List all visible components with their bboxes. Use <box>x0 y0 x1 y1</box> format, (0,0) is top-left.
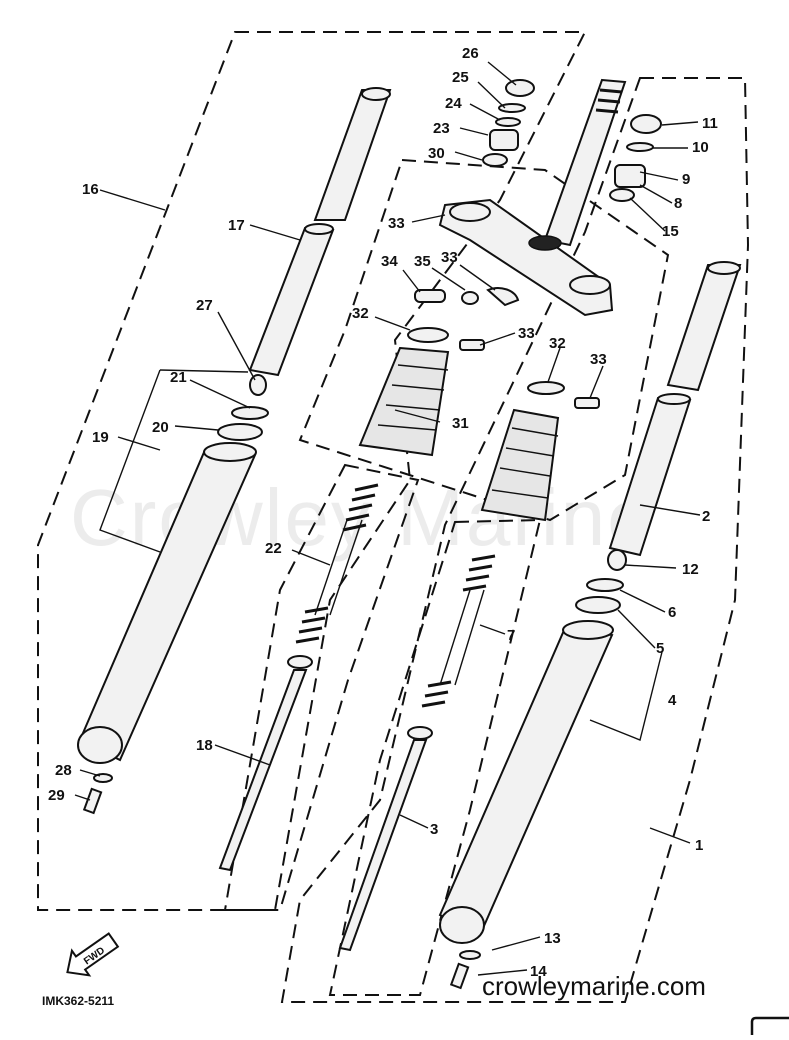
callout-22: 22 <box>265 540 282 557</box>
callout-9: 9 <box>682 171 690 188</box>
callout-17: 17 <box>228 217 245 234</box>
drain-bolt-left <box>82 773 113 815</box>
callout-35: 33 <box>441 249 458 266</box>
stem-cap-parts <box>482 79 535 167</box>
callout-25: 25 <box>452 69 469 86</box>
callout-13: 13 <box>544 930 561 947</box>
callout-32-right: 32 <box>549 335 566 352</box>
right-cap-parts <box>609 114 662 202</box>
callout-21: 21 <box>170 369 187 386</box>
seal-rings-right <box>575 549 627 614</box>
callout-24: 24 <box>445 95 462 112</box>
callout-27: 27 <box>196 297 213 314</box>
corner-frame <box>750 1016 789 1035</box>
callout-33-left: 33 <box>518 325 535 342</box>
outer-tube-right <box>438 620 614 944</box>
callout-15: 15 <box>662 223 679 240</box>
callout-8: 8 <box>674 195 682 212</box>
callout-31: 31 <box>452 415 469 432</box>
damper-rod-right <box>338 726 433 952</box>
group-boundary-16 <box>37 31 587 911</box>
callout-28: 28 <box>55 762 72 779</box>
callout-3: 3 <box>430 821 438 838</box>
clamp-and-bolt <box>414 287 520 307</box>
drawing-code: IMK362-5211 <box>42 994 114 1008</box>
steering-stem <box>543 78 627 247</box>
inner-tube-right <box>608 261 742 557</box>
callout-6: 6 <box>668 604 676 621</box>
callout-29: 29 <box>48 787 65 804</box>
drain-bolt-right <box>449 950 481 990</box>
outer-tube-left <box>77 442 257 764</box>
callout-10: 10 <box>692 139 709 156</box>
bracket-19-top <box>159 369 249 373</box>
seal-rings-left <box>217 374 269 441</box>
fork-boot-left <box>358 327 485 457</box>
callout-26: 26 <box>462 45 479 62</box>
callout-14: 14 <box>530 963 547 980</box>
bracket-19 <box>99 369 161 553</box>
group-boundary-7 <box>328 518 542 996</box>
callout-33-right: 33 <box>590 351 607 368</box>
footer-site-text: crowleymarine.com <box>482 971 706 1001</box>
callout-2: 2 <box>702 508 710 525</box>
callout-18: 18 <box>196 737 213 754</box>
callout-37: 35 <box>414 253 431 270</box>
under-bracket <box>438 198 614 317</box>
callout-19: 19 <box>92 429 109 446</box>
bracket-4 <box>589 651 663 741</box>
fork-boot-right <box>480 381 600 522</box>
callout-12: 12 <box>682 561 699 578</box>
leader-lines <box>74 61 701 976</box>
inner-tube-left <box>248 87 392 377</box>
callout-32-left: 32 <box>352 305 369 322</box>
group-boundary-1 <box>280 77 750 1003</box>
spring-left <box>295 483 379 644</box>
group-boundary-22 <box>223 463 420 911</box>
group-boundary-steering <box>298 158 670 522</box>
callout-23: 23 <box>433 120 450 137</box>
callout-20: 20 <box>152 419 169 436</box>
callout-5: 5 <box>656 640 664 657</box>
callout-36: 34 <box>381 253 398 270</box>
spring-right <box>421 554 496 708</box>
callout-30: 30 <box>428 145 445 162</box>
callout-7: 7 <box>507 627 515 644</box>
callout-4: 4 <box>668 692 677 709</box>
callout-16: 16 <box>82 181 99 198</box>
fwd-arrow-badge: FWD <box>66 932 120 977</box>
callout-1: 1 <box>695 837 703 854</box>
callout-34: 33 <box>388 215 405 232</box>
damper-rod-left <box>218 655 313 872</box>
callout-11: 11 <box>702 115 718 132</box>
